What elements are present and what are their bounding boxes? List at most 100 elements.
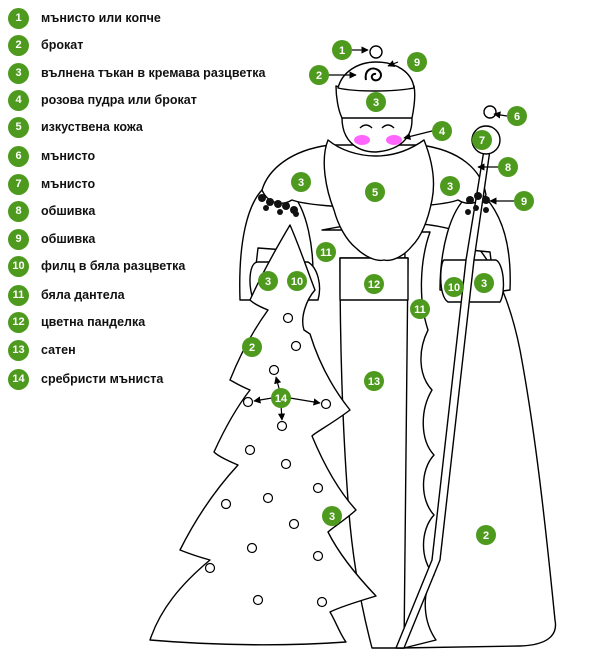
legend-number: 13 bbox=[8, 339, 29, 361]
legend-number: 2 bbox=[8, 34, 29, 56]
legend-item: 4 розова пудра или брокат bbox=[8, 89, 197, 111]
callout-6: 6 bbox=[507, 106, 527, 126]
cheek-right bbox=[386, 135, 402, 145]
legend-label: брокат bbox=[41, 38, 84, 52]
svg-text:13: 13 bbox=[368, 376, 380, 388]
legend-item: 13 сатен bbox=[8, 339, 76, 361]
legend-label: вълнена тъкан в кремава разцветка bbox=[41, 66, 266, 80]
svg-text:6: 6 bbox=[514, 111, 520, 123]
legend-label: бяла дантела bbox=[41, 288, 125, 302]
staff bbox=[395, 149, 491, 649]
legend-item: 1 мънисто или копче bbox=[8, 7, 161, 29]
legend-label: мънисто bbox=[41, 177, 96, 191]
legend-item: 10 филц в бяла разцветка bbox=[8, 255, 185, 277]
legend-label: обшивка bbox=[41, 204, 96, 218]
svg-text:3: 3 bbox=[265, 276, 271, 288]
svg-text:2: 2 bbox=[249, 342, 255, 354]
hat-bead bbox=[369, 45, 383, 59]
svg-text:3: 3 bbox=[298, 177, 304, 189]
legend-item: 2 брокат bbox=[8, 34, 83, 56]
callout-9: 9 bbox=[407, 52, 427, 72]
tree-beads bbox=[204, 312, 332, 608]
eyes bbox=[359, 124, 395, 129]
legend-item: 12 цветна панделка bbox=[8, 311, 145, 333]
svg-text:3: 3 bbox=[373, 97, 379, 109]
callout-arrows bbox=[253, 46, 514, 421]
legend-label: обшивка bbox=[41, 232, 96, 246]
callout-5: 5 bbox=[365, 182, 385, 202]
legend-label: розова пудра или брокат bbox=[41, 93, 197, 107]
callout-3-right-arm: 3 bbox=[474, 273, 494, 293]
legend-number: 8 bbox=[8, 200, 29, 222]
callout-12: 12 bbox=[364, 274, 384, 294]
legend-number: 9 bbox=[8, 228, 29, 250]
svg-text:8: 8 bbox=[505, 162, 511, 174]
callout-8: 8 bbox=[498, 157, 518, 177]
callout-2-tree: 2 bbox=[242, 337, 262, 357]
callout-2-robe: 2 bbox=[476, 525, 496, 545]
svg-text:7: 7 bbox=[479, 135, 485, 147]
hat-crown bbox=[337, 61, 415, 92]
legend-number: 12 bbox=[8, 311, 29, 333]
fir-tree bbox=[149, 224, 377, 646]
svg-text:11: 11 bbox=[320, 247, 332, 259]
svg-text:1: 1 bbox=[339, 45, 345, 57]
collar-trim bbox=[258, 192, 490, 217]
legend-label: цветна панделка bbox=[41, 315, 146, 329]
svg-text:5: 5 bbox=[372, 187, 378, 199]
svg-text:10: 10 bbox=[448, 282, 460, 294]
callout-3-left-arm: 3 bbox=[258, 271, 278, 291]
callout-4: 4 bbox=[432, 121, 452, 141]
legend-label: мънисто или копче bbox=[41, 11, 161, 25]
callout-14: 14 bbox=[271, 388, 291, 408]
legend-item: 9 обшивка bbox=[8, 228, 95, 250]
svg-text:12: 12 bbox=[368, 279, 380, 291]
svg-text:11: 11 bbox=[414, 304, 426, 316]
legend-item: 5 изкуствена кожа bbox=[8, 116, 143, 138]
callout-3-hat: 3 bbox=[366, 92, 386, 112]
svg-text:3: 3 bbox=[447, 181, 453, 193]
svg-text:3: 3 bbox=[481, 278, 487, 290]
svg-text:3: 3 bbox=[329, 511, 335, 523]
legend-label: изкуствена кожа bbox=[41, 120, 143, 134]
callout-3-right-shoulder: 3 bbox=[440, 176, 460, 196]
hat-swirl bbox=[364, 67, 382, 82]
legend-item: 3 вълнена тъкан в кремава разцветка bbox=[8, 62, 265, 84]
legend-number: 6 bbox=[8, 145, 29, 167]
svg-text:4: 4 bbox=[439, 126, 446, 138]
callout-13: 13 bbox=[364, 371, 384, 391]
callout-3-coat: 3 bbox=[322, 506, 342, 526]
legend-number: 1 bbox=[8, 7, 29, 29]
legend-label: мънисто bbox=[41, 149, 96, 163]
callout-10-left: 10 bbox=[287, 271, 307, 291]
svg-text:2: 2 bbox=[316, 70, 322, 82]
callout-7: 7 bbox=[472, 130, 492, 150]
legend-item: 6 мънисто bbox=[8, 145, 95, 167]
legend-item: 8 обшивка bbox=[8, 200, 95, 222]
legend-label: сребристи мъниста bbox=[41, 372, 164, 386]
svg-text:2: 2 bbox=[483, 530, 489, 542]
legend-item: 14 сребристи мъниста bbox=[8, 368, 163, 390]
legend-label: филц в бяла разцветка bbox=[41, 259, 186, 273]
legend-number: 5 bbox=[8, 116, 29, 138]
callout-11-right: 11 bbox=[410, 299, 430, 319]
legend-number: 14 bbox=[8, 368, 29, 390]
legend-number: 4 bbox=[8, 89, 29, 111]
callout-1: 1 bbox=[332, 40, 352, 60]
legend-number: 11 bbox=[8, 284, 29, 306]
svg-text:9: 9 bbox=[521, 196, 527, 208]
staff-top-bead bbox=[483, 105, 497, 119]
callout-2: 2 bbox=[309, 65, 329, 85]
legend-label: сатен bbox=[41, 343, 76, 357]
robe-outline bbox=[321, 222, 557, 649]
legend-number: 3 bbox=[8, 62, 29, 84]
callout-9b: 9 bbox=[514, 191, 534, 211]
callout-11-left: 11 bbox=[316, 242, 336, 262]
legend-item: 11 бяла дантела bbox=[8, 284, 125, 306]
callout-3-left-shoulder: 3 bbox=[291, 172, 311, 192]
svg-text:14: 14 bbox=[275, 393, 288, 405]
cheek-left bbox=[354, 135, 370, 145]
legend-number: 10 bbox=[8, 255, 29, 277]
svg-text:9: 9 bbox=[414, 57, 420, 69]
